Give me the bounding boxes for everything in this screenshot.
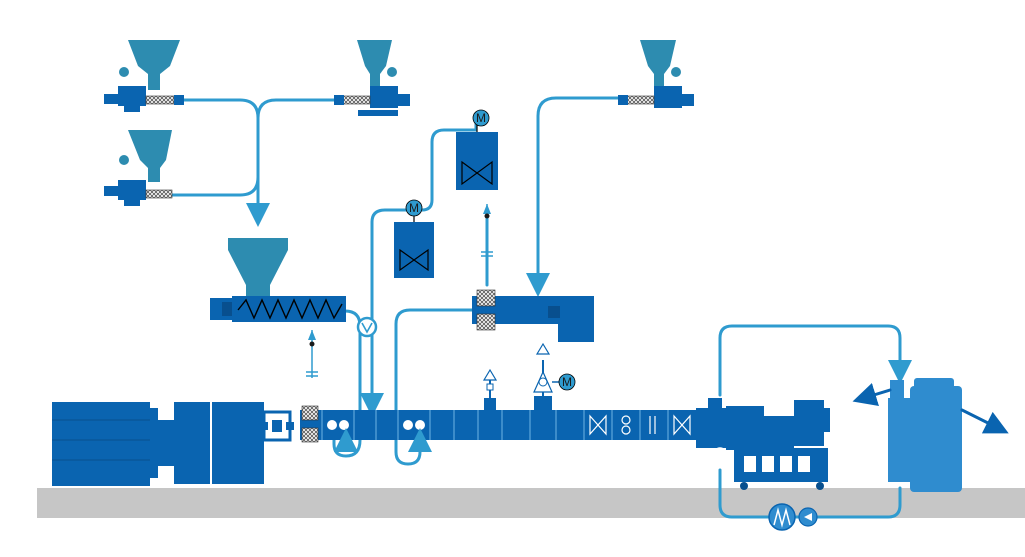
mixing-element-icon	[621, 415, 656, 435]
mixing-tank-1[interactable]: M	[394, 199, 434, 278]
extruder-barrel[interactable]	[300, 405, 696, 443]
dryer[interactable]	[852, 378, 1009, 492]
heat-exchanger-icon	[768, 503, 796, 531]
feeder-motor-icon	[387, 67, 397, 77]
motor-label: M	[409, 201, 419, 215]
die-and-melt-pump[interactable]	[696, 398, 830, 461]
vacuum-vent[interactable]: M	[533, 342, 576, 410]
feeder-top-left[interactable]	[104, 40, 184, 112]
conveying-element-icon	[327, 420, 425, 430]
feed-pipes	[168, 96, 912, 519]
pelletizer-cart[interactable]	[734, 448, 828, 490]
feeder-top-right[interactable]	[618, 40, 694, 108]
feeder-top-center[interactable]	[334, 40, 410, 116]
side-stuffer[interactable]	[472, 289, 594, 342]
water-loop-components[interactable]	[768, 503, 818, 531]
gearbox[interactable]	[174, 402, 294, 484]
motor-icon: M	[472, 109, 490, 127]
pump-icon	[713, 447, 727, 461]
barrel-inlets	[334, 428, 432, 452]
feeder-motor-icon	[671, 67, 681, 77]
motor-label: M	[476, 111, 486, 125]
motor-label: M	[562, 375, 572, 389]
side-feeder-hopper[interactable]	[210, 238, 346, 378]
valve-icon[interactable]	[356, 316, 378, 338]
feeder-middle-left[interactable]	[104, 130, 173, 206]
feeder-motor-icon	[119, 67, 129, 77]
motor-icon: M	[558, 373, 576, 391]
atmospheric-vent[interactable]	[482, 368, 498, 410]
feed-screw-icon	[237, 298, 343, 320]
arrow-icon	[482, 368, 498, 381]
motor-icon: M	[405, 199, 423, 217]
arrow-icon	[535, 342, 551, 355]
main-motor[interactable]	[52, 402, 174, 486]
mixing-tank-2[interactable]: M	[456, 109, 498, 260]
feeder-motor-icon	[119, 155, 129, 165]
kneading-element-icon	[589, 414, 691, 436]
floor	[37, 488, 1025, 518]
